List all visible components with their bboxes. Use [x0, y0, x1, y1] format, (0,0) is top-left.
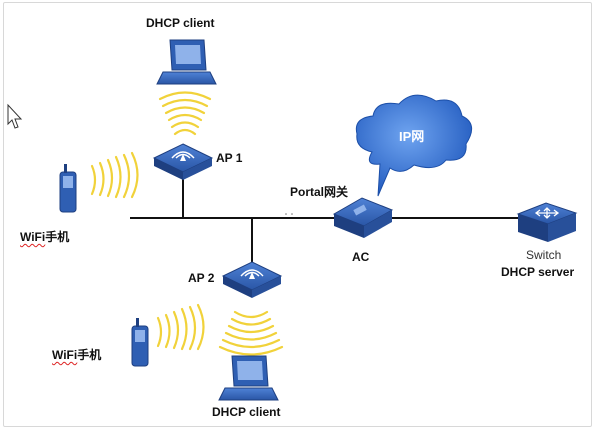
wifi-phone-2-label-latin: WiFi: [52, 348, 78, 362]
image-frame: [3, 2, 592, 427]
wifi-signal-waves: [90, 91, 284, 356]
wifi-phone-1-label: WiFi手机: [20, 228, 69, 245]
dhcp-client-top-computer: [156, 39, 217, 85]
dhcp-client-top-label: DHCP client: [146, 16, 215, 30]
dhcp-client-bottom-computer: [218, 355, 279, 401]
wifi-phone-1-label-cjk: 手机: [45, 230, 70, 244]
ac-device: [332, 197, 394, 238]
ap1-label: AP 1: [216, 151, 243, 165]
ip-network-label: IP网: [399, 129, 425, 144]
switch-device: [516, 202, 578, 242]
wifi-phone-1-label-latin: WiFi: [20, 230, 46, 244]
ap2-label: AP 2: [188, 271, 215, 285]
mouse-cursor-icon: [7, 103, 23, 129]
wifi-phone-1: [59, 164, 77, 213]
switch-label: Switch: [526, 248, 562, 262]
dhcp-client-bottom-label: DHCP client: [212, 405, 281, 419]
wifi-phone-2-label-cjk: 手机: [77, 348, 102, 362]
ap2-device: [221, 261, 283, 298]
dhcp-server-label: DHCP server: [501, 265, 575, 279]
ip-network-cloud: [355, 94, 473, 197]
artifact-dots: [285, 213, 293, 215]
ac-label: AC: [352, 250, 370, 264]
ap1-device: [152, 143, 214, 180]
portal-gateway-label: Portal网关: [290, 185, 349, 199]
wifi-phone-2-label: WiFi手机: [52, 346, 101, 363]
wifi-phone-2: [131, 318, 149, 367]
